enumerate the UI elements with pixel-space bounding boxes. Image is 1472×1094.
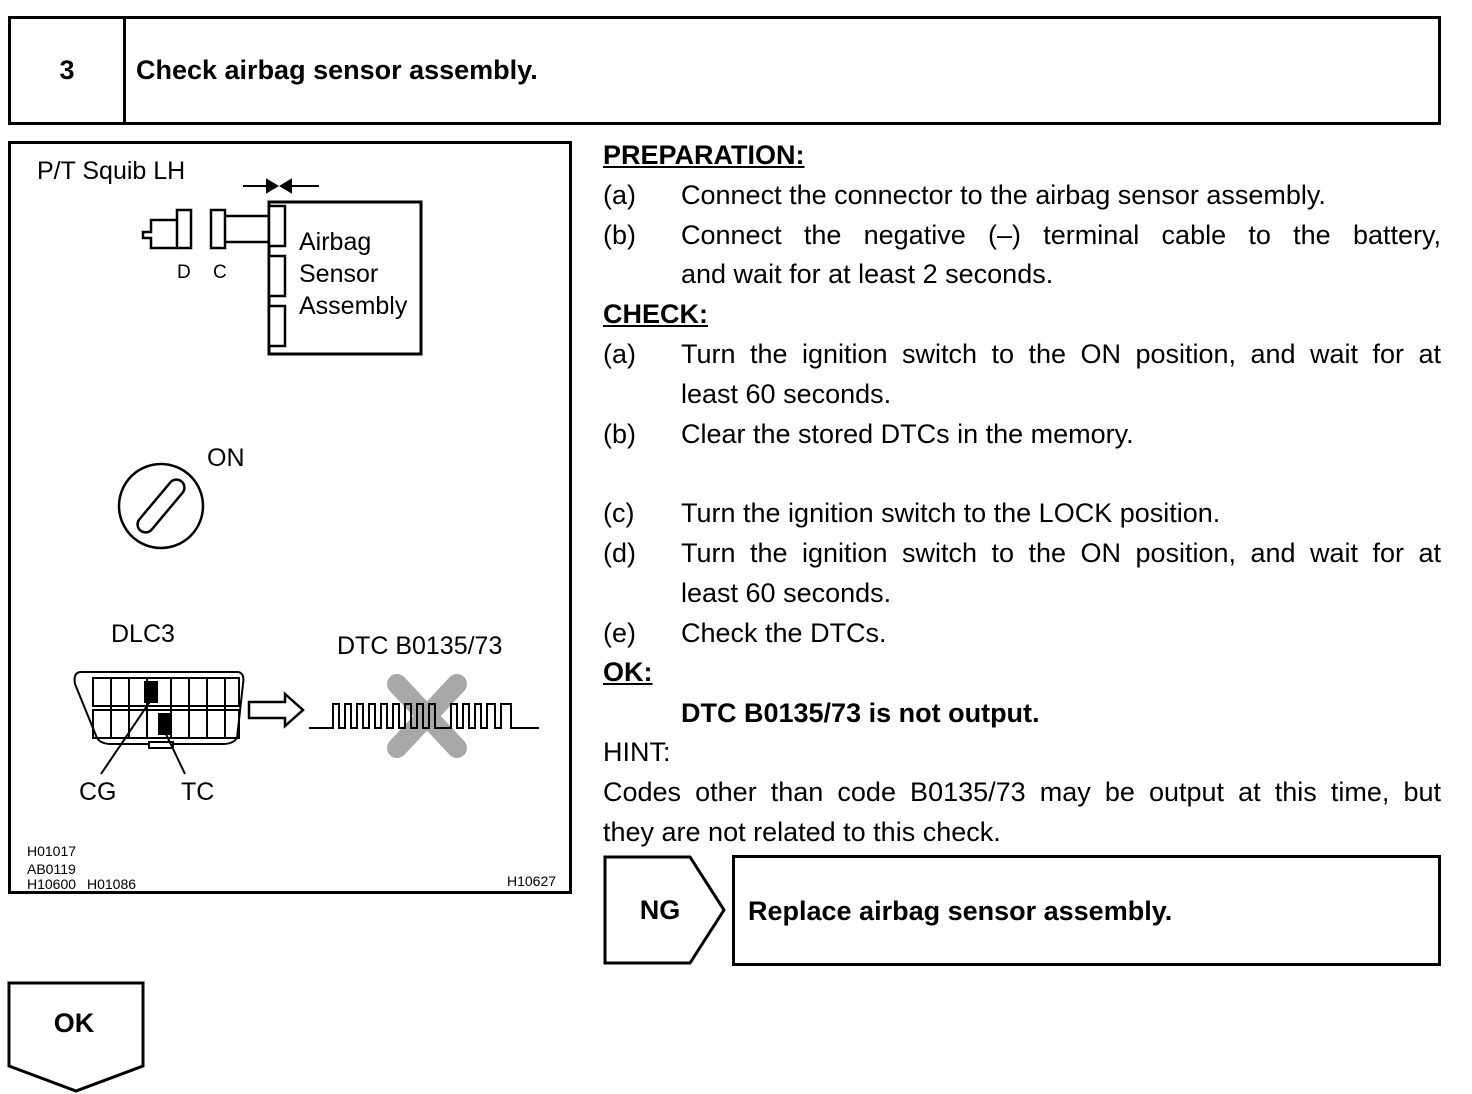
output-arrow-icon bbox=[247, 691, 305, 729]
ng-action: Replace airbag sensor assembly. bbox=[748, 896, 1173, 926]
check-heading: CHECK: bbox=[603, 299, 708, 329]
figure-code-4: H01086 bbox=[87, 876, 136, 891]
connector-label-d: D bbox=[177, 262, 191, 283]
preparation-heading: PREPARATION: bbox=[603, 140, 805, 170]
step-number: 3 bbox=[59, 55, 75, 85]
ecu-label-line-1: Airbag bbox=[299, 228, 371, 256]
dlc-label: DLC3 bbox=[111, 620, 175, 648]
terminal-label-tc: TC bbox=[181, 778, 214, 806]
ecu-label-line-3: Assembly bbox=[299, 292, 408, 320]
hint-line-2: they are not related to this check. bbox=[603, 817, 1001, 847]
ng-arrow-box bbox=[603, 855, 726, 965]
step-number-cell: 3 bbox=[11, 19, 126, 122]
ng-label: NG bbox=[639, 895, 681, 925]
ecu-label-line-2: Sensor bbox=[299, 260, 378, 288]
ng-action-box: Replace airbag sensor assembly. bbox=[732, 855, 1441, 966]
figure-code-2: AB0119 bbox=[27, 861, 76, 877]
diagram-figure: P/T Squib LH D C Airbag Sensor Assembly … bbox=[8, 141, 572, 894]
switch-label: ON bbox=[207, 444, 245, 472]
check-item-a-line2: least 60 seconds. bbox=[681, 379, 892, 409]
step-title: Check airbag sensor assembly. bbox=[136, 55, 538, 85]
connector-d-icon bbox=[141, 208, 193, 250]
connector-c-icon bbox=[209, 208, 271, 250]
hint-line-1: Codes other than code B0135/73 may be ou… bbox=[603, 777, 1441, 807]
ok-next-arrow bbox=[7, 981, 145, 1093]
dtc-waveform-icon bbox=[309, 703, 539, 729]
dtc-x-mark-icon bbox=[387, 674, 467, 758]
figure-code-right: H10627 bbox=[507, 873, 556, 889]
figure-code-1: H01017 bbox=[27, 843, 76, 859]
ok-next-label: OK bbox=[53, 1008, 95, 1038]
hint-heading: HINT: bbox=[603, 737, 671, 767]
dlc3-connector-icon bbox=[73, 671, 245, 775]
check-item-d-line2: least 60 seconds. bbox=[681, 578, 892, 608]
terminal-label-cg: CG bbox=[79, 778, 117, 806]
figure-title: P/T Squib LH bbox=[37, 157, 185, 185]
step-header: 3 Check airbag sensor assembly. bbox=[8, 16, 1441, 125]
ok-heading: OK: bbox=[603, 657, 653, 687]
dtc-label: DTC B0135/73 bbox=[337, 632, 502, 660]
arrows-icon bbox=[243, 178, 319, 194]
diagram-svg: P/T Squib LH D C Airbag Sensor Assembly … bbox=[27, 157, 556, 891]
prep-item-b-line2: and wait for at least 2 seconds. bbox=[681, 259, 1054, 289]
ecu-terminals-icon bbox=[267, 204, 287, 348]
ok-result: DTC B0135/73 is not output. bbox=[681, 698, 1040, 728]
figure-code-3: H10600 bbox=[27, 876, 76, 891]
ignition-switch-icon bbox=[117, 462, 205, 550]
connector-label-c: C bbox=[213, 262, 227, 283]
